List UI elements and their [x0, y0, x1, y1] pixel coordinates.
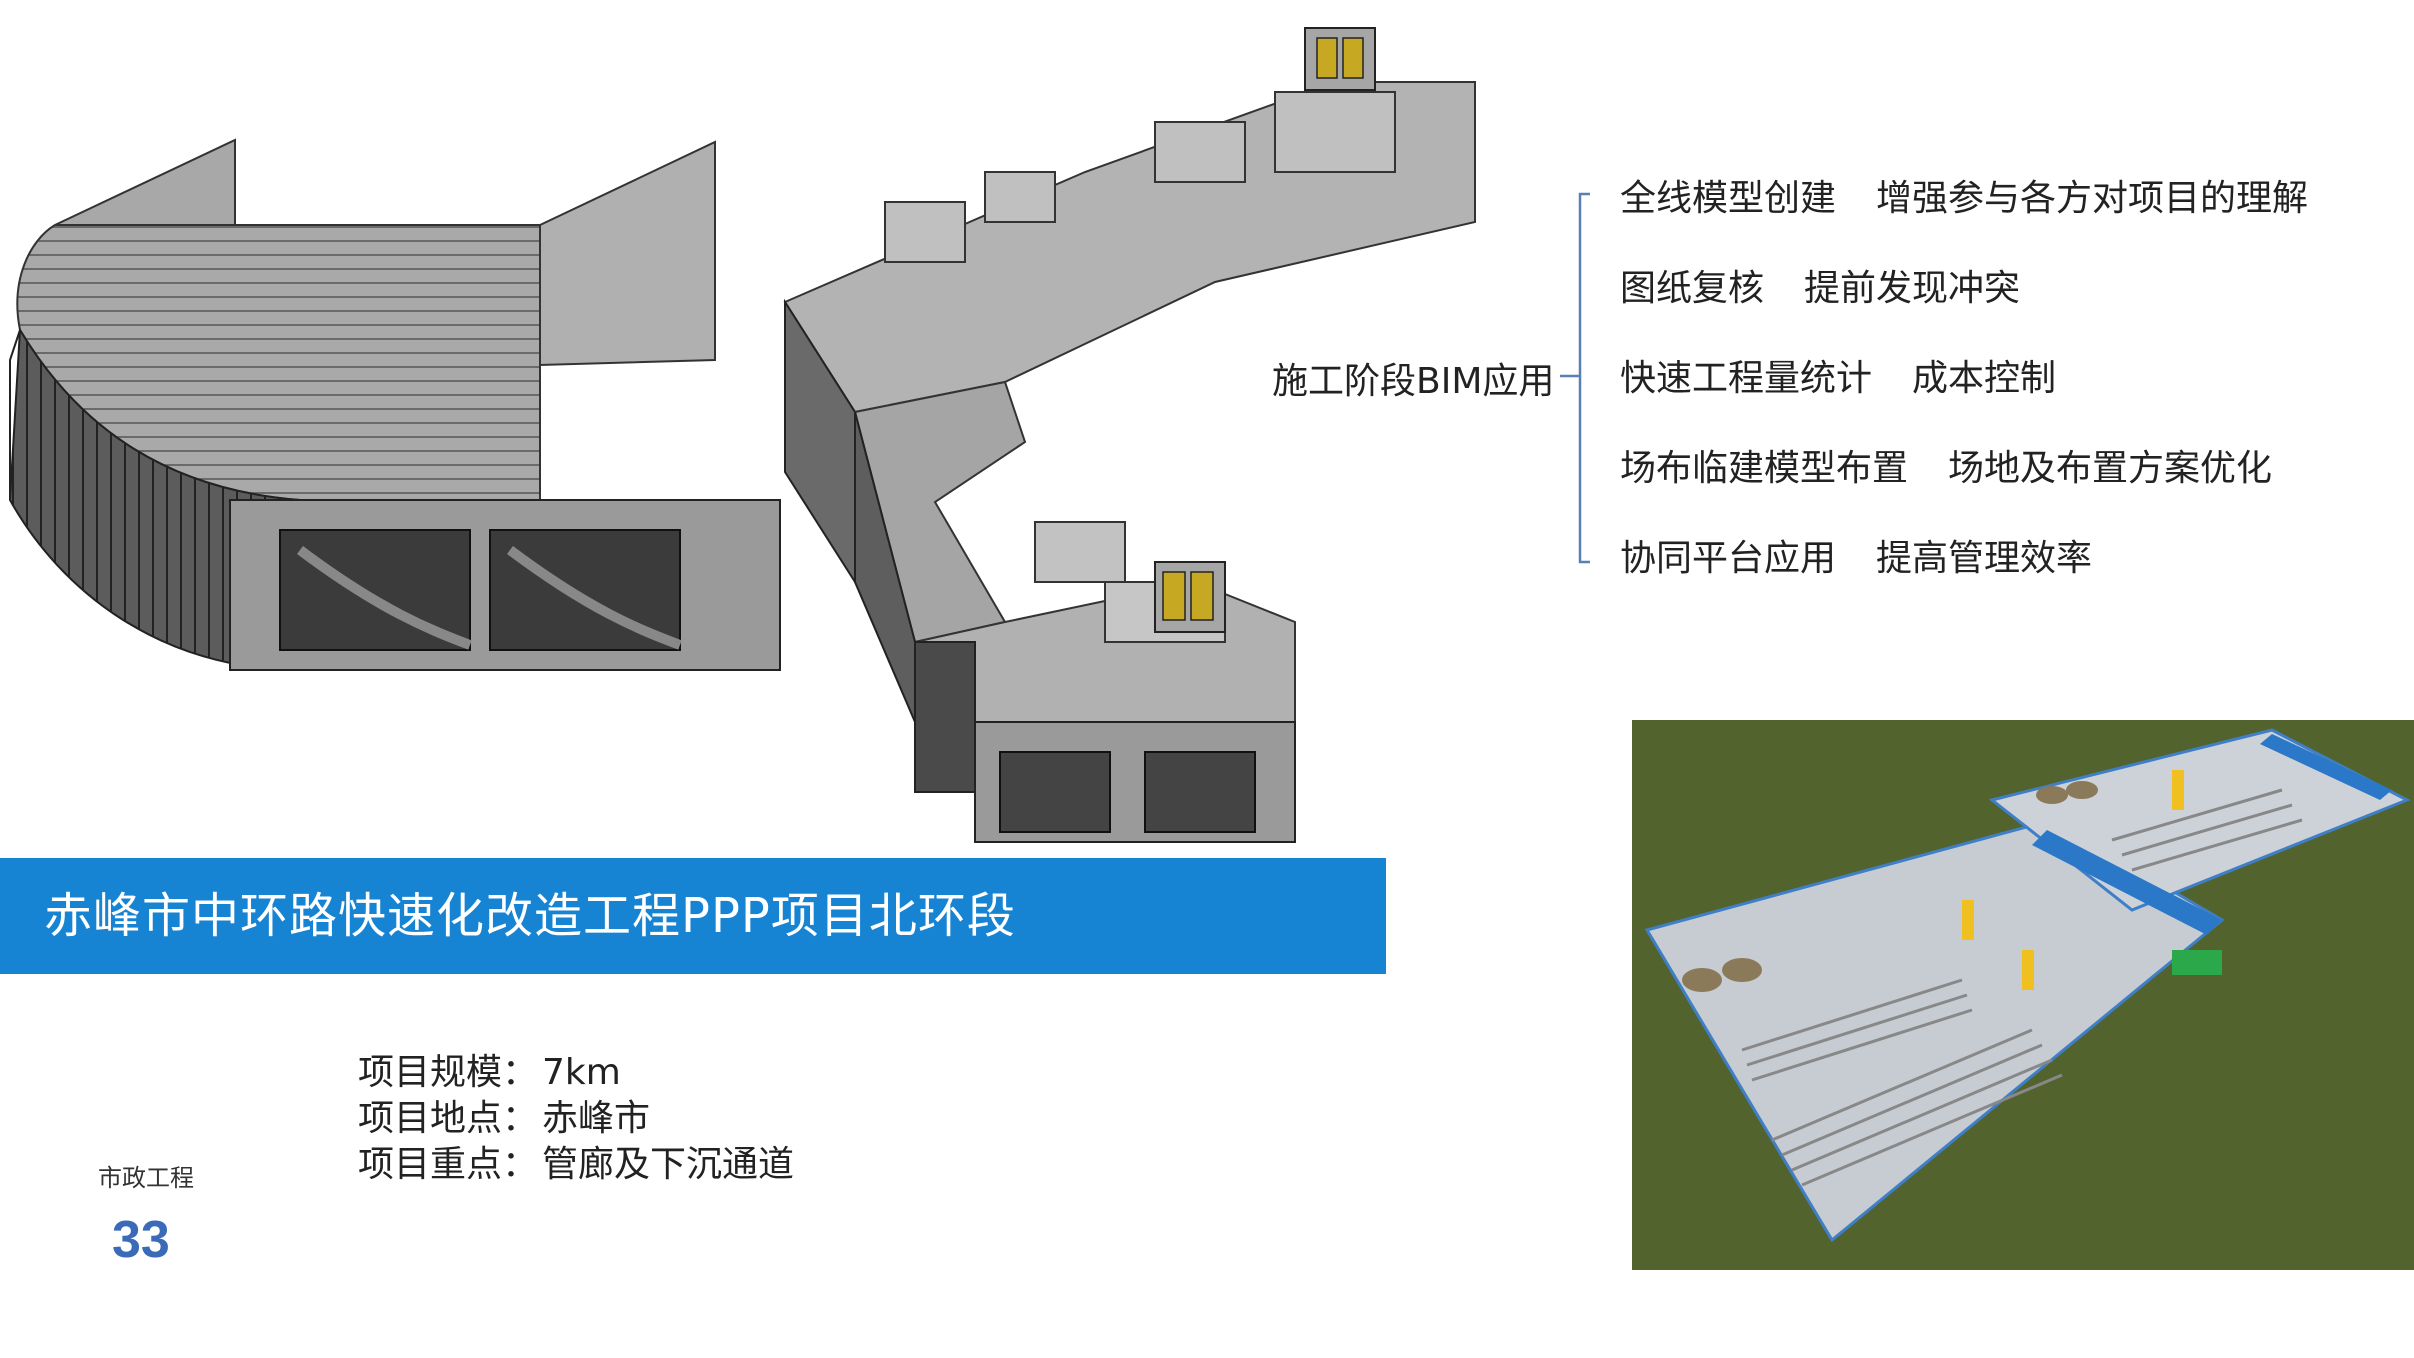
- info-row-location: 项目地点：赤峰市: [358, 1096, 650, 1142]
- mindmap-item: 图纸复核提前发现冲突: [1620, 264, 2020, 314]
- info-value: 赤峰市: [542, 1098, 651, 1139]
- curved-gallery-model-image: [8, 138, 781, 672]
- mindmap-item-main: 图纸复核: [1620, 268, 1765, 309]
- info-separator: ：: [502, 1052, 539, 1093]
- mindmap-item: 全线模型创建增强参与各方对项目的理解: [1620, 174, 2308, 224]
- info-label: 项目地点: [358, 1098, 503, 1139]
- mindmap-item-sub: 成本控制: [1912, 358, 2057, 399]
- site-layout-render-image: [1632, 720, 2414, 1270]
- info-value: 管廊及下沉通道: [542, 1144, 795, 1185]
- info-separator: ：: [502, 1098, 539, 1139]
- mindmap-item-main: 场布临建模型布置: [1620, 448, 1909, 489]
- mindmap-item: 场布临建模型布置场地及布置方案优化: [1620, 444, 2272, 494]
- mindmap-item-main: 快速工程量统计: [1620, 358, 1873, 399]
- mindmap-item-main: 全线模型创建: [1620, 178, 1837, 219]
- project-title: 赤峰市中环路快速化改造工程PPP项目北环段: [44, 888, 1016, 944]
- mindmap-item: 协同平台应用提高管理效率: [1620, 534, 2092, 584]
- mindmap-root-label: 施工阶段BIM应用: [1272, 361, 1555, 402]
- info-label: 项目重点: [358, 1144, 503, 1185]
- mindmap-bracket: [1560, 192, 1590, 564]
- info-row-scale: 项目规模：7km: [358, 1050, 621, 1096]
- page-number: 33: [112, 1211, 170, 1269]
- mindmap-item-main: 协同平台应用: [1620, 538, 1837, 579]
- info-label: 项目规模: [358, 1052, 503, 1093]
- info-row-focus: 项目重点：管廊及下沉通道: [358, 1142, 794, 1188]
- project-title-banner: 赤峰市中环路快速化改造工程PPP项目北环段: [0, 858, 1386, 974]
- mindmap-item-sub: 场地及布置方案优化: [1948, 448, 2273, 489]
- mindmap-item-sub: 提前发现冲突: [1804, 268, 2021, 309]
- category-label: 市政工程: [98, 1164, 194, 1192]
- info-value: 7km: [542, 1052, 621, 1093]
- sinuous-corridor-model-image: [783, 27, 1476, 843]
- mindmap-item-sub: 增强参与各方对项目的理解: [1876, 178, 2309, 219]
- mindmap-item-sub: 提高管理效率: [1876, 538, 2093, 579]
- info-separator: ：: [502, 1144, 539, 1185]
- mindmap-item: 快速工程量统计成本控制: [1620, 354, 2056, 404]
